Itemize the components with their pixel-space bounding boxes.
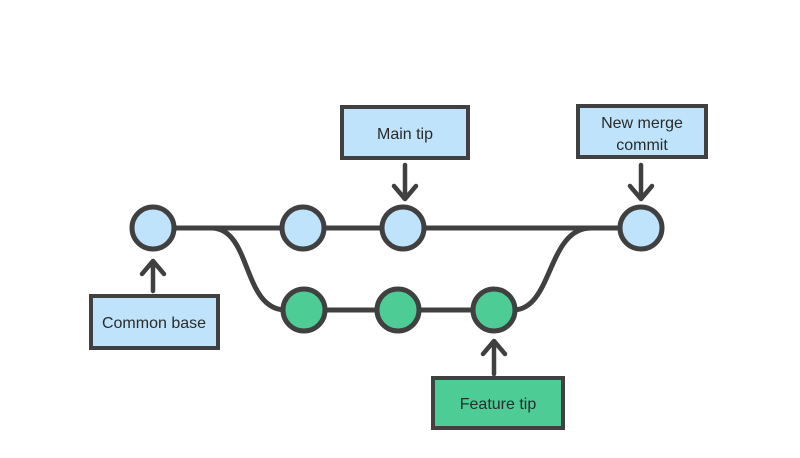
feature-branch-diverge-line bbox=[209, 225, 289, 313]
commit-node-main-tip bbox=[379, 204, 427, 252]
label-box-common-base bbox=[89, 294, 220, 350]
commit-node-feature-tip bbox=[470, 286, 518, 334]
arrow-up-icon bbox=[480, 338, 508, 377]
arrow-up-icon bbox=[139, 258, 167, 294]
label-new-merge-commit-line2: commit bbox=[616, 137, 668, 154]
arrow-down-icon bbox=[627, 162, 655, 202]
label-box-feature-tip bbox=[431, 376, 565, 430]
label-box-new-merge-commit bbox=[576, 104, 708, 159]
label-box-main-tip bbox=[340, 105, 470, 160]
label-new-merge-commit-line1: New merge bbox=[601, 115, 683, 132]
arrow-down-icon bbox=[391, 162, 419, 202]
label-main-tip: Main tip bbox=[377, 126, 433, 143]
commit-node-new-merge bbox=[617, 204, 665, 252]
commit-node-common-base bbox=[129, 204, 177, 252]
commit-node-feature-1 bbox=[280, 286, 328, 334]
label-feature-tip: Feature tip bbox=[460, 396, 537, 413]
commit-node-feature-2 bbox=[374, 286, 422, 334]
label-common-base: Common base bbox=[102, 315, 206, 332]
feature-branch-merge-line bbox=[510, 225, 594, 313]
commit-node-main-2 bbox=[279, 204, 327, 252]
